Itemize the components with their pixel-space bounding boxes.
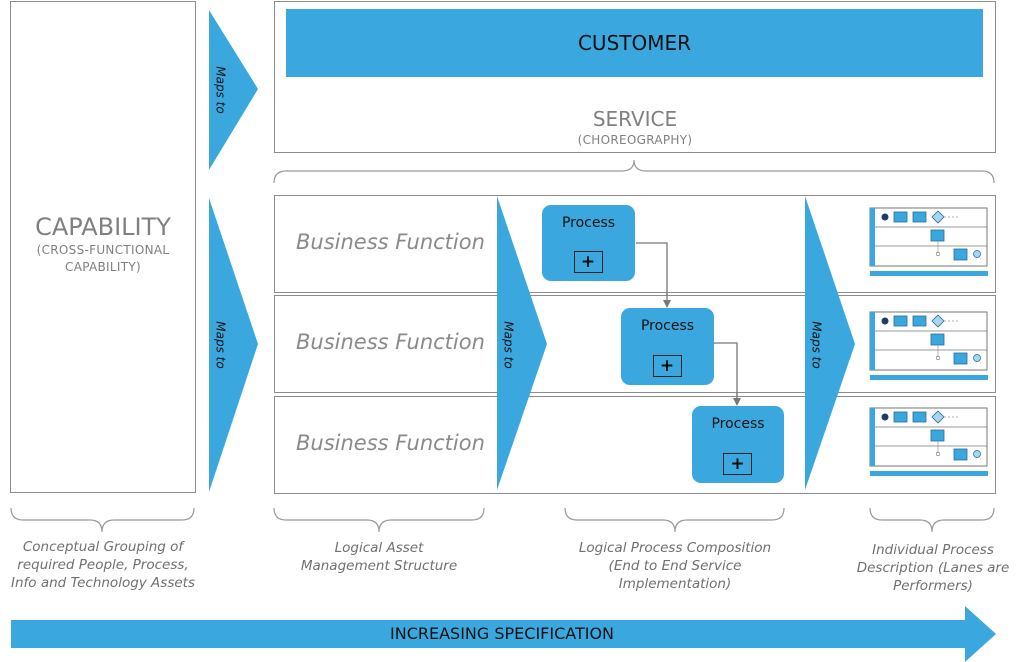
caption-process: Logical Process Composition (End to End … <box>578 540 772 592</box>
business-function-label-3: Business Function <box>296 431 485 455</box>
increasing-specification-arrow <box>11 606 996 662</box>
process-box-3: Process + <box>692 406 784 483</box>
subprocess-expand-icon: + <box>723 453 752 475</box>
business-function-label-2: Business Function <box>296 330 485 354</box>
process-box-2: Process + <box>621 308 714 385</box>
caption-asset: Logical Asset Management Structure <box>300 540 458 574</box>
business-function-label-1: Business Function <box>296 230 485 254</box>
individual-brace <box>869 507 995 533</box>
caption-capability: Conceptual Grouping of required People, … <box>10 539 195 591</box>
process-brace <box>564 507 785 533</box>
capability-box: CAPABILITY (CROSS-FUNCTIONAL CAPABILITY) <box>10 1 196 493</box>
customer-banner: CUSTOMER <box>286 9 983 77</box>
maps-to-arrow-middle <box>209 198 258 492</box>
process-box-1: Process + <box>542 205 635 281</box>
increasing-specification-label: INCREASING SPECIFICATION <box>390 624 615 643</box>
maps-to-label-process: Maps to <box>809 321 824 369</box>
process-label: Process <box>640 318 695 334</box>
service-box: CUSTOMER SERVICE (CHOREOGRAPHY) <box>274 1 996 153</box>
maps-to-label-top: Maps to <box>213 66 228 114</box>
asset-brace <box>273 507 485 533</box>
service-subtitle: (CHOREOGRAPHY) <box>577 133 693 147</box>
subprocess-expand-icon: + <box>573 251 603 273</box>
maps-to-label-middle: Maps to <box>213 321 228 369</box>
service-title: SERVICE <box>592 107 678 131</box>
capability-title: CAPABILITY <box>35 213 171 241</box>
maps-to-label-bf: Maps to <box>501 321 516 369</box>
capability-subtitle-line1: (CROSS-FUNCTIONAL <box>36 243 170 257</box>
capability-subtitle-line2: CAPABILITY) <box>65 260 141 274</box>
subprocess-expand-icon: + <box>652 355 682 377</box>
caption-individual: Individual Process Description (Lanes ar… <box>856 542 1010 594</box>
service-brace <box>273 159 995 184</box>
capability-brace <box>10 507 195 533</box>
maps-to-arrow-top <box>209 10 258 170</box>
process-label: Process <box>711 416 765 432</box>
process-label: Process <box>561 215 616 231</box>
